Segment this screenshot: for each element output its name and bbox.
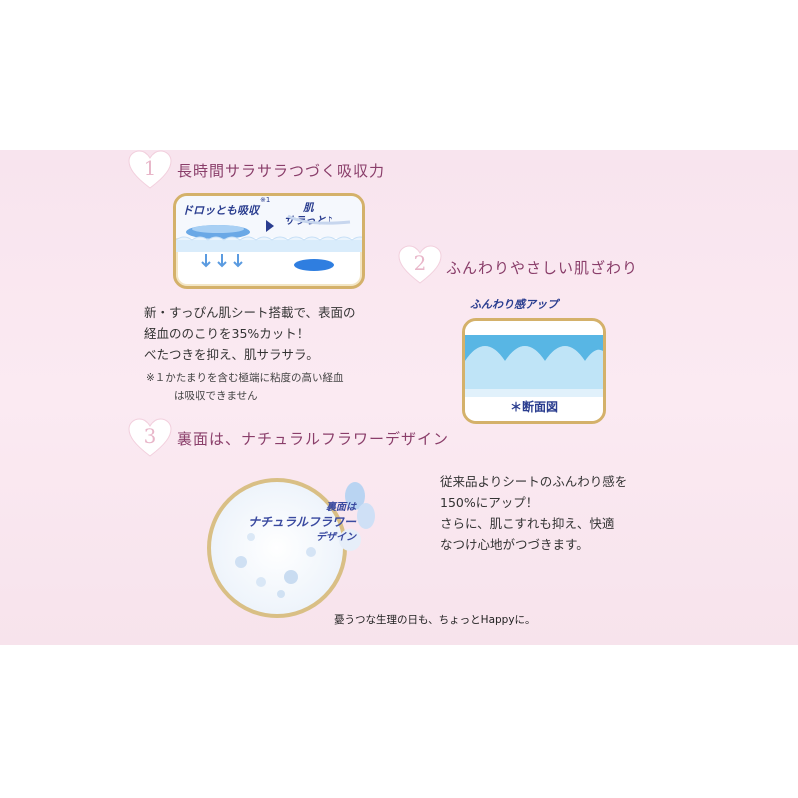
flower-pattern-icon (235, 533, 316, 598)
cross-section-caption: ＊断面図 (509, 400, 558, 414)
absorb-diagram-icon (176, 214, 362, 271)
absorb-illustration-card: ドロッとも吸収 ※1 肌 サラっと♪ (173, 193, 365, 289)
absorb-label: ドロッとも吸収 (182, 204, 259, 217)
feature-1-title: 長時間サラサラつづく吸収力 (177, 162, 386, 180)
feature-number: 3 (143, 424, 157, 448)
feature-2-title: ふんわりやさしい肌ざわり (446, 259, 639, 277)
back-design-badge: 裏面は ナチュラルフラワー デザイン (248, 502, 357, 543)
feature-number: 1 (143, 156, 157, 180)
pink-background-band (0, 150, 798, 645)
fluffy-up-label: ふんわり感アップ (470, 298, 558, 311)
arrow-right-icon (266, 220, 274, 232)
tagline: 憂うつな生理の日も、ちょっとHappyに。 (334, 614, 536, 626)
heart-number-1-icon: 1 (128, 150, 172, 190)
flower-design-circle (207, 478, 347, 618)
heart-number-2-icon: 2 (398, 245, 442, 285)
cross-section-diagram-icon (465, 321, 603, 421)
heart-number-3-icon: 3 (128, 418, 172, 458)
feature-1-description: 新・すっぴん肌シート搭載で、表面の 経血ののこりを35%カット！ べたつきを抑え… (144, 305, 356, 362)
cross-section-card: ＊断面図 (462, 318, 606, 424)
feature-2-description: 従来品よりシートのふんわり感を 150%にアップ！ さらに、肌こすれも抑え、快適… (440, 474, 628, 552)
blue-flower-decoration-icon (339, 482, 375, 551)
footnote-mark: ※1 (260, 196, 271, 204)
feature-3-title: 裏面は、ナチュラルフラワーデザイン (177, 430, 450, 448)
footnote: ※１かたまりを含む極端に粘度の高い経血 は吸収できません (146, 372, 344, 402)
feature-number: 2 (413, 251, 427, 275)
